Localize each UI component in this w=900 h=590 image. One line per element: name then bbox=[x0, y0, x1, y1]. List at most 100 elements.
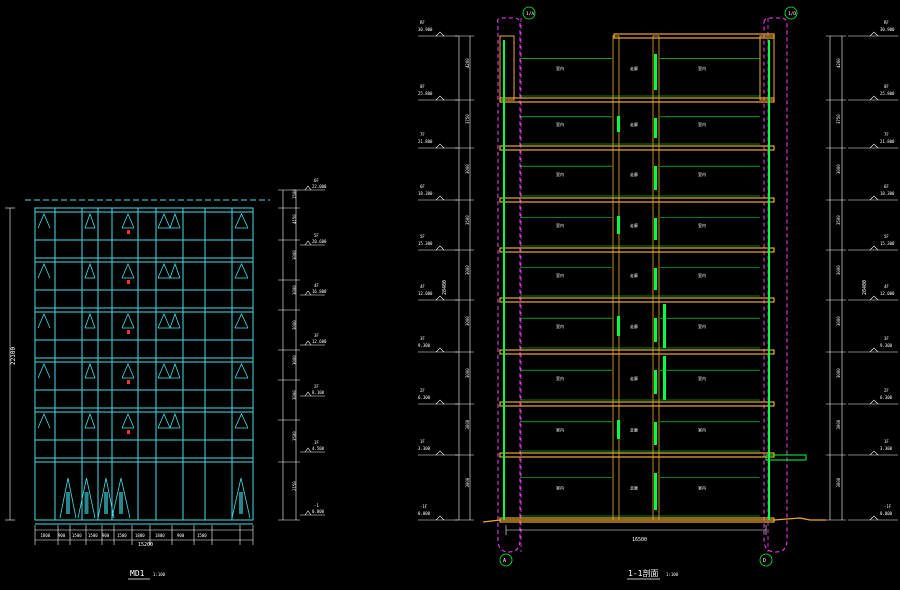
elevation-window-symbol bbox=[234, 313, 249, 329]
section-level-floor: 4F bbox=[420, 284, 425, 289]
elevation-door-symbol bbox=[111, 477, 131, 519]
section-wall-cut bbox=[503, 40, 505, 520]
elevation-level-marker bbox=[304, 185, 312, 191]
section-level-floor: 1F bbox=[884, 439, 889, 444]
section-floor-dim-text: 3000 bbox=[836, 316, 841, 326]
section-floor-dim-text: 3000 bbox=[836, 419, 841, 429]
elevation-level-value: 8.100 bbox=[312, 390, 325, 395]
section-room-label: 室内 bbox=[698, 323, 706, 329]
section-level-floor: 4F bbox=[884, 284, 889, 289]
elevation-door-symbol bbox=[77, 477, 96, 519]
section-floor-dim-text: 3000 bbox=[465, 265, 470, 275]
section-room-label: 走廊 bbox=[630, 272, 638, 278]
elevation-right-dim-text: 2150 bbox=[292, 481, 297, 491]
elevation-red-marker bbox=[127, 380, 130, 384]
elevation-red-marker bbox=[127, 430, 130, 434]
section-level-marker bbox=[435, 143, 445, 149]
section-room-label: 走廊 bbox=[630, 65, 638, 71]
section-title: 1-1剖面 bbox=[628, 568, 658, 578]
section-floor-dim-text: 3000 bbox=[836, 265, 841, 275]
axis-label-top-right: 1/D bbox=[788, 11, 796, 17]
section-dimension-lines bbox=[418, 31, 898, 535]
section-level-marker bbox=[869, 95, 879, 101]
elevation-right-dim-text: 4150 bbox=[292, 214, 297, 224]
elevation-red-marker bbox=[127, 330, 130, 334]
section-scale: 1:100 bbox=[666, 572, 679, 577]
axis-bubble-top-right bbox=[784, 6, 798, 20]
section-floor-dim-text: 3750 bbox=[836, 114, 841, 124]
elevation-window-symbol bbox=[37, 412, 51, 429]
section-level-marker bbox=[869, 31, 879, 37]
section-level-floor: 5F bbox=[884, 234, 889, 239]
elevation-bottom-dim-text: 1800 bbox=[41, 533, 51, 538]
elevation-window-symbol bbox=[157, 262, 171, 279]
section-level-value: 3.300 bbox=[418, 446, 431, 451]
section-level-floor: 5F bbox=[420, 234, 425, 239]
section-room-label: 走廊 bbox=[630, 121, 638, 127]
section-level-value: 3.300 bbox=[880, 446, 893, 451]
section-wall-cut bbox=[654, 370, 657, 394]
axis-a-boundary bbox=[497, 17, 521, 553]
section-level-floor: 3F bbox=[884, 336, 889, 341]
elevation-outline bbox=[34, 207, 254, 521]
elevation-level-value: 4.500 bbox=[312, 446, 325, 451]
section-level-floor: 3F bbox=[420, 336, 425, 341]
section-level-value: 25.800 bbox=[880, 91, 895, 96]
section-floor-slab bbox=[613, 33, 775, 39]
elevation-door-panel bbox=[66, 492, 70, 514]
section-level-floor: 6F bbox=[420, 184, 425, 189]
section-room-label: 室内 bbox=[556, 65, 564, 71]
elevation-window-symbol bbox=[157, 362, 171, 379]
elevation-right-dim-text: 3000 bbox=[292, 390, 297, 400]
axis-bubble-bottom-right bbox=[759, 553, 773, 567]
section-level-value: 18.300 bbox=[418, 191, 433, 196]
section-room-label: 室内 bbox=[556, 272, 564, 278]
elevation-level-floor: 6F bbox=[314, 178, 319, 183]
section-room-label: 室内 bbox=[698, 171, 706, 177]
section-level-floor: 2F bbox=[420, 388, 425, 393]
elevation-window-symbol bbox=[84, 262, 96, 279]
elevation-window-symbol bbox=[157, 412, 171, 429]
section-level-floor: 2F bbox=[884, 388, 889, 393]
section-level-value: 12.000 bbox=[880, 291, 895, 296]
section-level-floor: 6F bbox=[884, 184, 889, 189]
elevation-level-marker bbox=[304, 447, 312, 453]
section-wall-cut bbox=[617, 216, 620, 234]
section-level-marker bbox=[869, 515, 879, 521]
elevation-window-symbol bbox=[37, 312, 51, 329]
section-annotations: 室内走廊室内室内走廊室内室内走廊室内室内走廊室内室内走廊室内室内走廊室内室内走廊… bbox=[418, 20, 895, 516]
section-level-marker bbox=[435, 450, 445, 456]
elevation-total-height: 22100 bbox=[10, 347, 17, 365]
elevation-bottom-dim-text: 1500 bbox=[117, 533, 127, 538]
elevation-window-symbol bbox=[234, 413, 249, 429]
section-level-value: 30.900 bbox=[880, 27, 895, 32]
section-level-value: 21.800 bbox=[418, 139, 433, 144]
section-floor-slab bbox=[499, 297, 775, 303]
elevation-bottom-dim-text: 1800 bbox=[135, 533, 145, 538]
section-level-value: 30.900 bbox=[418, 27, 433, 32]
section-floor-slab bbox=[499, 145, 775, 151]
section-floor-slab bbox=[499, 401, 775, 407]
elevation-window-symbol bbox=[169, 212, 181, 229]
section-room-label: 室内 bbox=[698, 222, 706, 228]
section-level-value: 15.300 bbox=[880, 241, 895, 246]
elevation-window-symbol bbox=[37, 212, 51, 229]
elevation-level-floor: -1 bbox=[314, 503, 319, 508]
elevation-window-symbol bbox=[169, 412, 181, 429]
elevation-dimension-lines bbox=[5, 185, 325, 545]
elevation-bottom-dim-text: 900 bbox=[177, 533, 185, 538]
section-room-label: 走廊 bbox=[630, 427, 638, 433]
section-level-marker bbox=[869, 347, 879, 353]
section-level-marker bbox=[435, 245, 445, 251]
section-level-marker bbox=[435, 515, 445, 521]
section-level-marker bbox=[435, 95, 445, 101]
section-wall-cut bbox=[654, 318, 657, 342]
elevation-right-dim-text: 1500 bbox=[292, 189, 297, 199]
section-floor-dim-text: 3000 bbox=[465, 419, 470, 429]
elevation-window-symbol bbox=[234, 213, 249, 229]
elevation-level-marker bbox=[304, 240, 312, 246]
elevation-bottom-dim-text: 1500 bbox=[72, 533, 82, 538]
section-level-value: 6.300 bbox=[880, 395, 893, 400]
section-level-marker bbox=[869, 295, 879, 301]
